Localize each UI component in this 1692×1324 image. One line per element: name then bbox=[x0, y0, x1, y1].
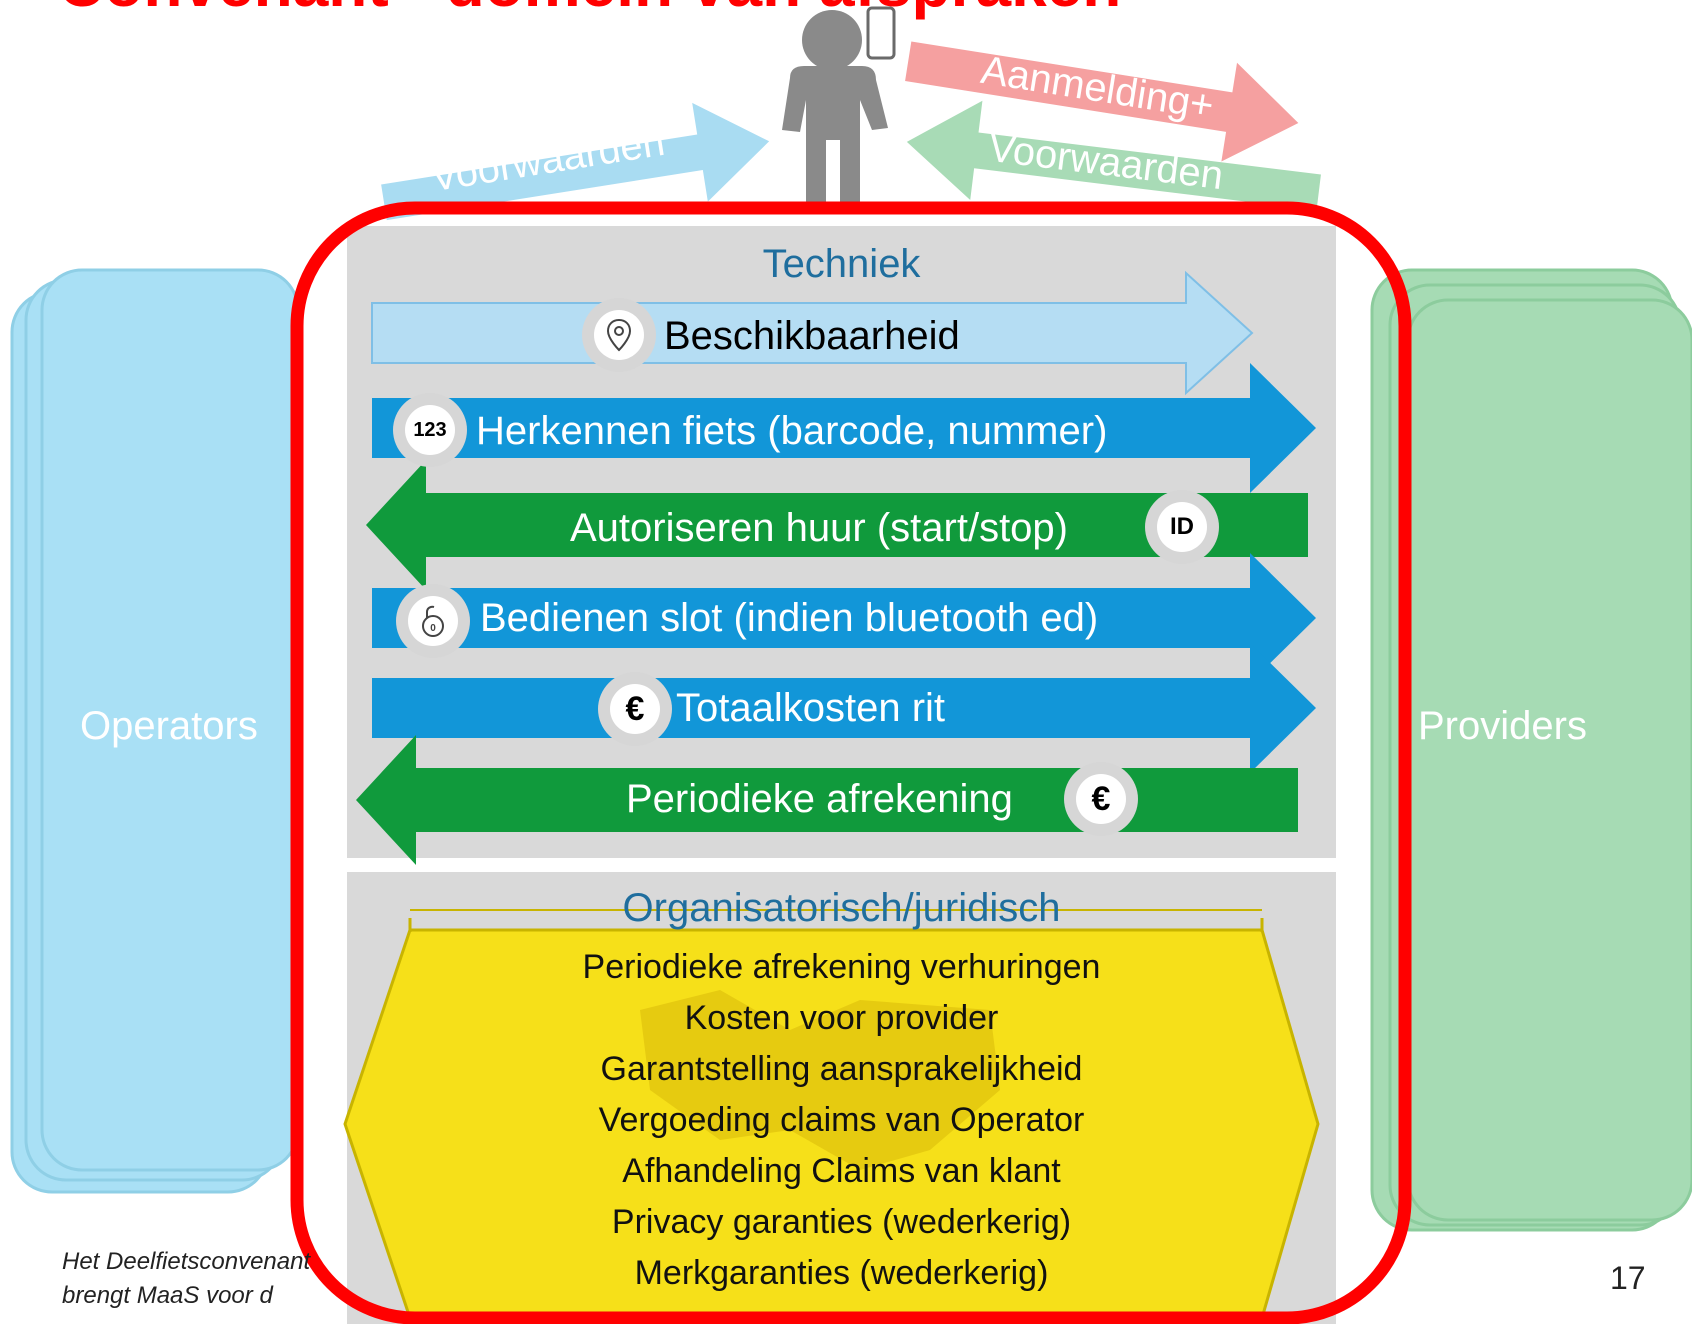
flow-arrow-right bbox=[372, 643, 1316, 773]
flow-arrow-left bbox=[356, 735, 1298, 865]
list-item: Vergoeding claims van Operator bbox=[598, 1101, 1085, 1139]
flow-label: Totaalkosten rit bbox=[676, 686, 946, 730]
list-item: Privacy garanties (wederkerig) bbox=[611, 1203, 1072, 1241]
aanmelding-arrow bbox=[905, 41, 1299, 162]
footnote: Het Deelfietsconvenant brengt MaaS voor … bbox=[62, 1245, 340, 1313]
list-item: Garantstelling aansprakelijkheid bbox=[600, 1050, 1083, 1088]
flow-arrow-right bbox=[371, 270, 1254, 396]
flow-label: Herkennen fiets (barcode, nummer) bbox=[476, 409, 1108, 453]
highlight-frame bbox=[290, 201, 1412, 1324]
providers-label: Providers bbox=[1418, 704, 1587, 748]
flow-label: Beschikbaarheid bbox=[664, 314, 960, 358]
techniek-title: Techniek bbox=[762, 242, 921, 286]
techniek-flows bbox=[356, 270, 1316, 865]
flow-arrow-left bbox=[366, 460, 1308, 590]
voorwaarden-arrow-left bbox=[381, 102, 770, 221]
person-icon bbox=[782, 6, 896, 210]
voorwaarden-arrow-right bbox=[906, 100, 1321, 211]
svg-text:0: 0 bbox=[430, 623, 436, 634]
footnote-line-1: Het Deelfietsconvenant bbox=[62, 1248, 311, 1275]
operators-label: Operators bbox=[80, 704, 258, 748]
flow-label: Autoriseren huur (start/stop) bbox=[570, 506, 1068, 550]
euro-icon: € bbox=[1064, 762, 1138, 836]
id-icon: ID bbox=[1145, 490, 1219, 564]
flow-arrow-right bbox=[372, 363, 1316, 493]
handshake-icon bbox=[640, 990, 1000, 1170]
operators-stack bbox=[10, 268, 300, 1194]
list-item: Merkgaranties (wederkerig) bbox=[634, 1254, 1049, 1292]
list-item: Kosten voor provider bbox=[684, 999, 999, 1037]
providers-stack bbox=[1370, 268, 1692, 1232]
organisatorisch-hexagon bbox=[343, 909, 1320, 1320]
padlock-icon: 0 bbox=[396, 584, 470, 658]
euro-icon: € bbox=[598, 672, 672, 746]
list-item: Afhandeling Claims van klant bbox=[622, 1152, 1061, 1190]
list-item: Periodieke afrekening verhuringen bbox=[582, 948, 1101, 986]
flow-label: Periodieke afrekening bbox=[626, 777, 1013, 821]
organisatorisch-list: Periodieke afrekening verhuringen Kosten… bbox=[347, 942, 1336, 1299]
numbers-123-icon: 123 bbox=[393, 393, 467, 467]
map-pin-icon bbox=[582, 298, 656, 372]
flow-arrow-right bbox=[372, 553, 1316, 683]
footnote-line-2: brengt MaaS voor d bbox=[62, 1282, 273, 1309]
flow-label: Bedienen slot (indien bluetooth ed) bbox=[480, 596, 1099, 640]
page-title: Convenant - domein van afspraken bbox=[58, 0, 1121, 16]
slide-number: 17 bbox=[1610, 1260, 1646, 1296]
organisatorisch-title: Organisatorisch/juridisch bbox=[622, 886, 1061, 930]
